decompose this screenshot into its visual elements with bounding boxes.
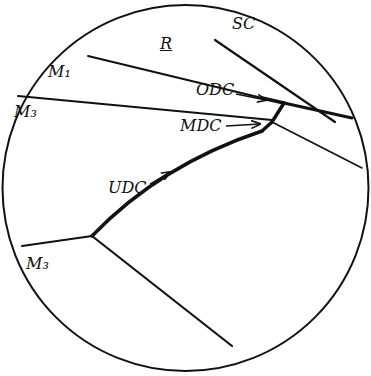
mdc-vein <box>262 122 272 131</box>
pointer-arrows <box>150 94 266 184</box>
pointer-arrow <box>150 172 170 184</box>
pointer-arrow <box>236 94 266 100</box>
veins <box>18 40 362 346</box>
vein-label: SC <box>232 16 255 32</box>
vein <box>272 122 362 168</box>
vein-label: M₃ <box>14 104 37 120</box>
vein-label: M₃ <box>26 256 49 272</box>
vein <box>22 236 92 246</box>
vein <box>284 103 352 118</box>
odc-vein <box>272 103 284 122</box>
cell-label: UDC <box>108 180 147 196</box>
vein <box>92 236 232 346</box>
udc-vein <box>92 131 262 236</box>
r-vein <box>88 56 262 98</box>
m-vein <box>18 96 272 120</box>
vein-label: R <box>160 36 172 52</box>
vein-label: M₁ <box>48 64 71 80</box>
pointer-arrow <box>226 124 260 126</box>
cell-label: ODC <box>196 82 234 98</box>
field-circle <box>3 5 369 371</box>
cell-label: MDC <box>180 118 221 134</box>
